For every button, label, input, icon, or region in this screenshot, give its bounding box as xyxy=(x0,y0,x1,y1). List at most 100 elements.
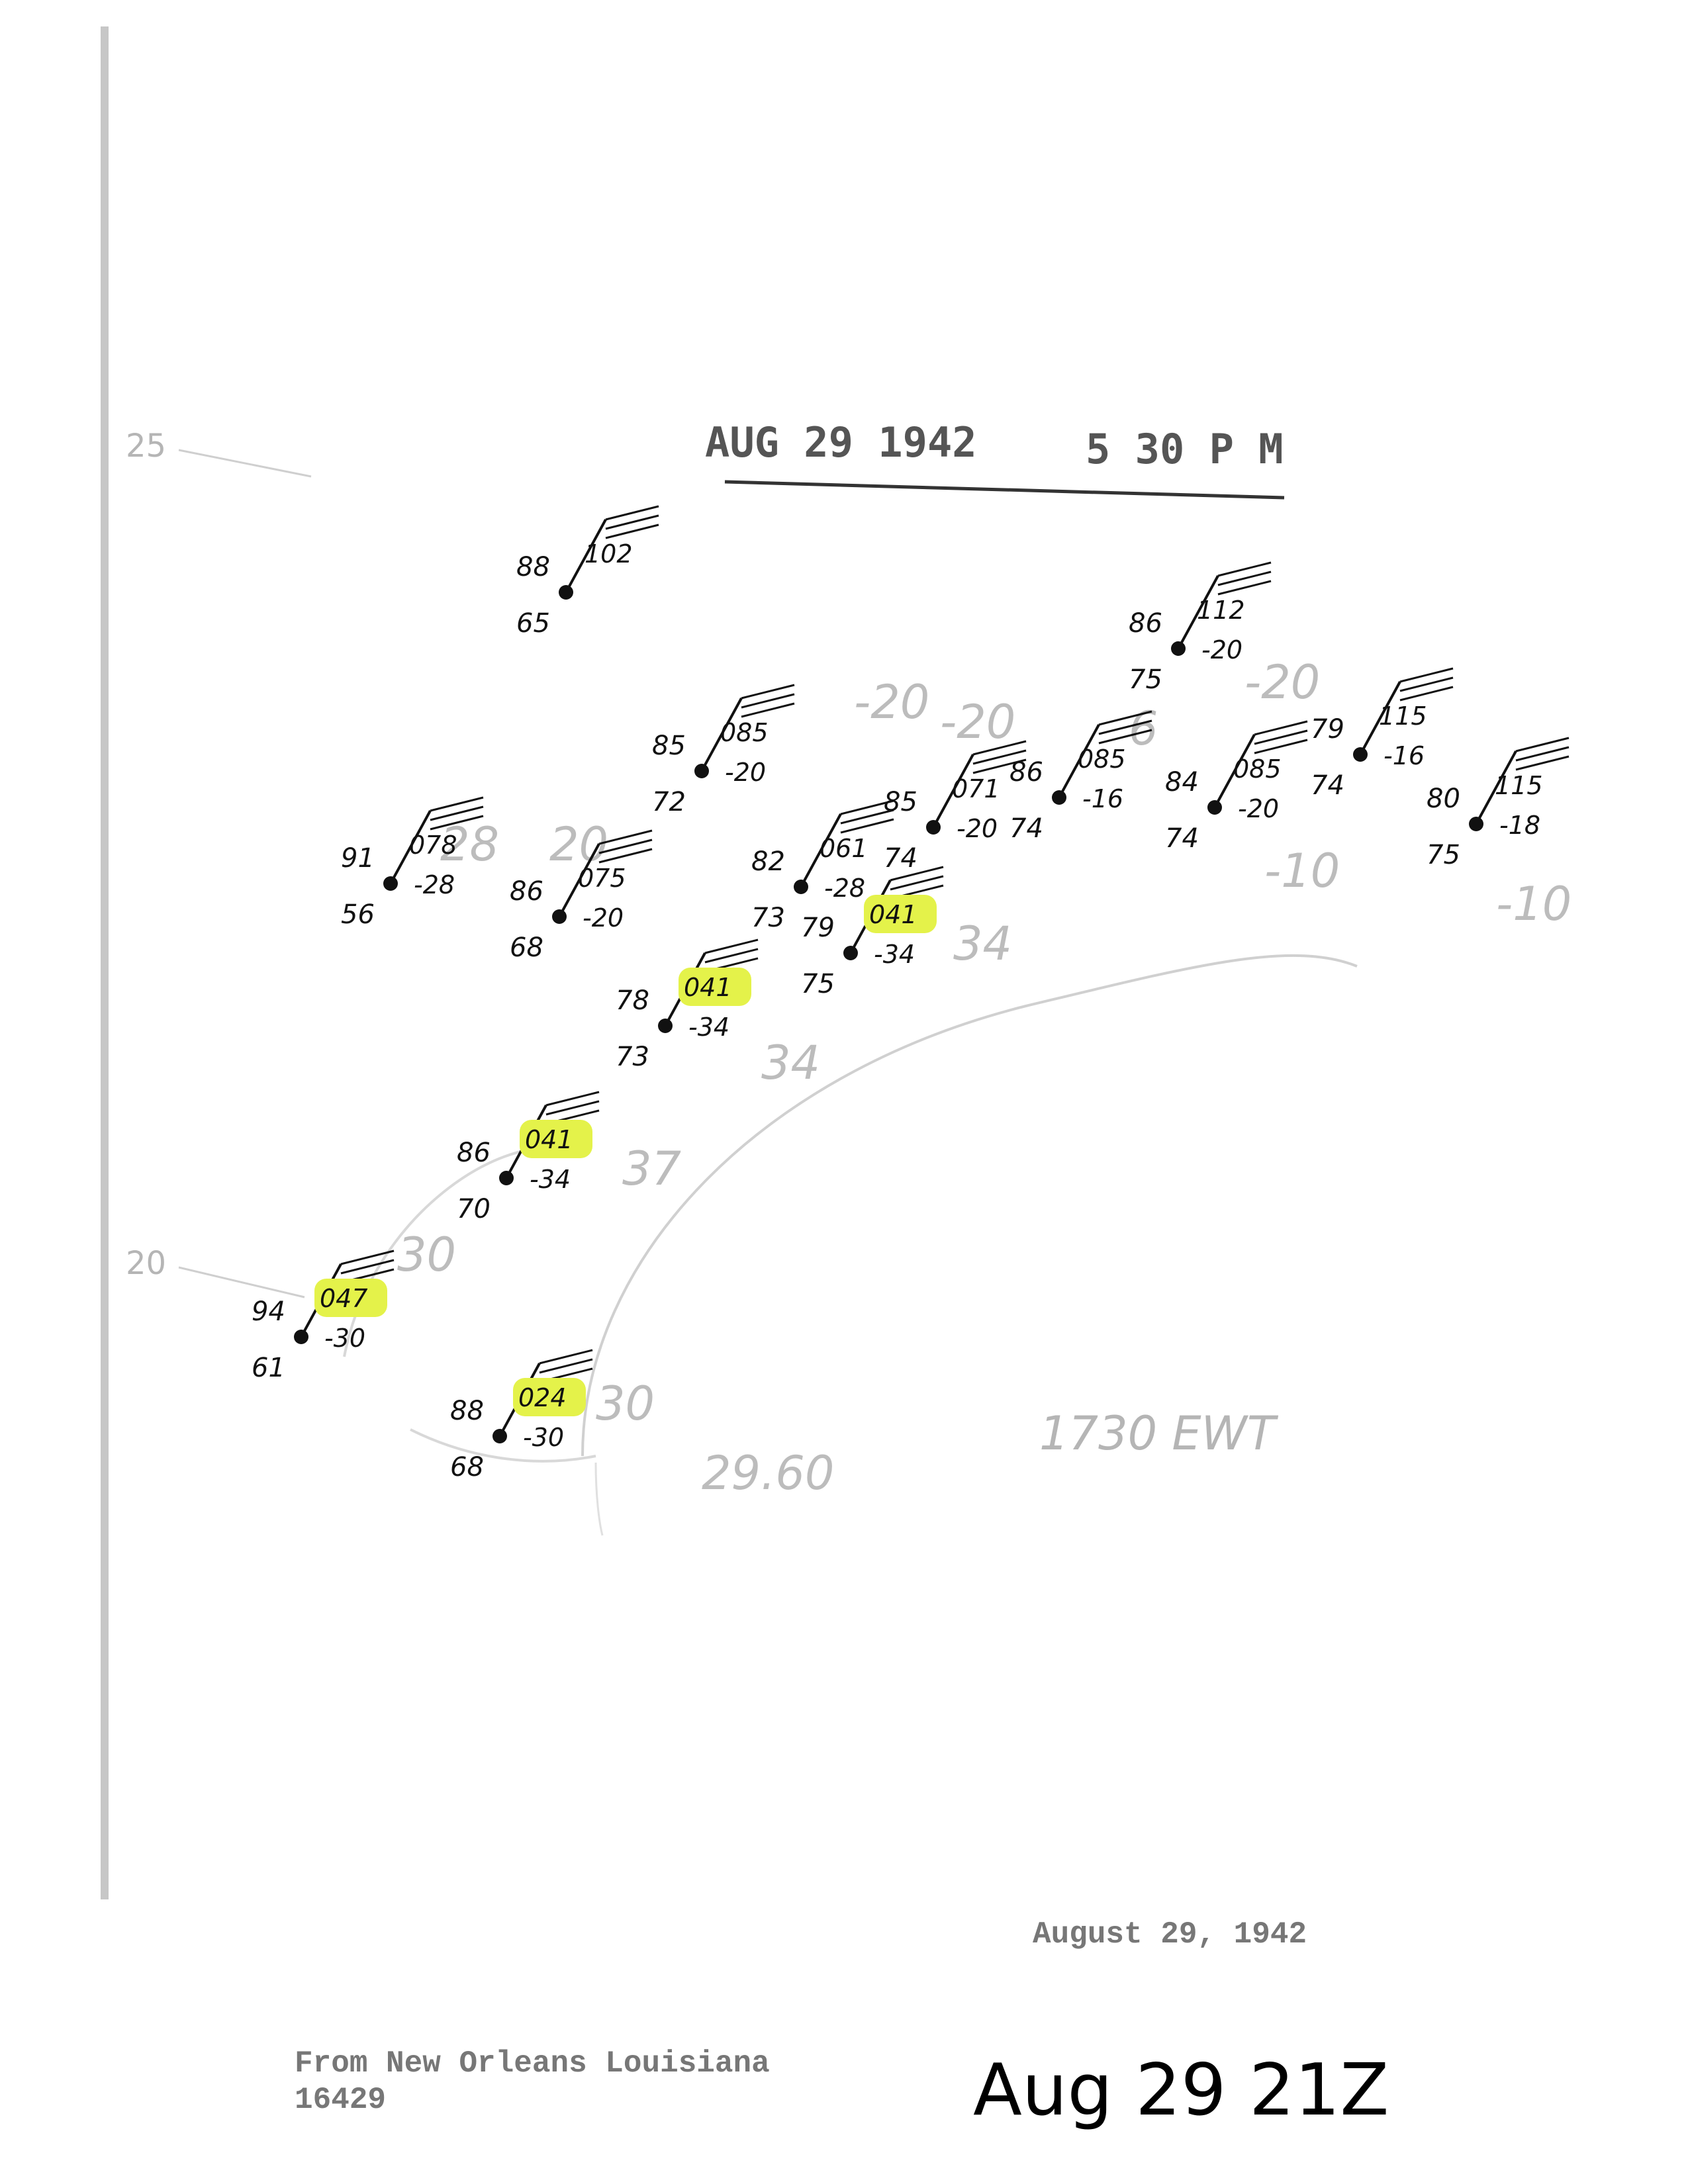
isobar-curve-south xyxy=(410,1428,596,1463)
tendency-label: -20 xyxy=(1238,794,1279,823)
wind-barb xyxy=(598,829,653,845)
wind-barb xyxy=(1098,729,1152,745)
pressure-highlight xyxy=(864,895,937,933)
tendency-label: -30 xyxy=(324,1324,365,1353)
wind-barb xyxy=(1217,570,1272,586)
tendency-label: -30 xyxy=(523,1423,564,1452)
dewpoint-label: 75 xyxy=(1129,664,1162,695)
dewpoint-label: 72 xyxy=(652,787,686,817)
tendency-label: -34 xyxy=(530,1165,571,1194)
isobar-label: -20 xyxy=(1244,655,1320,709)
wind-barb xyxy=(741,684,795,700)
temperature-label: 86 xyxy=(457,1138,491,1168)
lat-label-20: 20 xyxy=(126,1245,166,1282)
wind-barb xyxy=(545,1091,600,1107)
pressure-label: 041 xyxy=(684,973,732,1002)
isobar-label: -10 xyxy=(1264,844,1340,898)
pressure-label: 075 xyxy=(578,864,626,893)
wind-staff xyxy=(932,754,974,828)
dewpoint-label: 65 xyxy=(516,608,550,639)
wind-barb xyxy=(1515,746,1570,762)
wind-staff xyxy=(1213,734,1256,808)
wind-barb xyxy=(704,938,759,954)
station-circle xyxy=(552,909,567,924)
wind-barb xyxy=(1217,561,1272,577)
pressure-label: 115 xyxy=(1495,771,1543,800)
station-circle xyxy=(1171,641,1186,656)
station-models: 88651028675112-208572085-208574071-20867… xyxy=(252,505,1570,1482)
isobar-label: -10 xyxy=(1496,877,1571,931)
isobar-label: 28 xyxy=(440,817,499,872)
station-model: 86 75 112 -20 xyxy=(1129,561,1272,695)
temperature-label: 79 xyxy=(801,913,835,943)
wind-barb xyxy=(605,523,659,539)
wind-barb xyxy=(972,740,1027,756)
tendency-label: -20 xyxy=(583,903,624,933)
wind-barb xyxy=(741,693,795,709)
dewpoint-label: 70 xyxy=(457,1194,491,1224)
station-circle xyxy=(294,1330,308,1344)
isobar-label: 30 xyxy=(596,1377,655,1431)
temperature-label: 80 xyxy=(1427,784,1460,814)
wind-barb xyxy=(539,1349,593,1365)
wind-barb xyxy=(1399,676,1454,692)
ewt-label: 1730 EWT xyxy=(1039,1406,1279,1461)
station-circle xyxy=(926,820,941,835)
pressure-label: 071 xyxy=(952,774,1000,803)
dewpoint-label: 68 xyxy=(450,1452,484,1482)
pressure-label: 061 xyxy=(820,834,868,863)
wind-barb xyxy=(430,805,484,821)
pressure-highlight xyxy=(520,1120,592,1158)
dewpoint-label: 75 xyxy=(1427,840,1460,870)
station-circle xyxy=(559,585,573,600)
wind-barb xyxy=(1515,755,1570,771)
pressure-label: 024 xyxy=(518,1383,567,1412)
station-circle xyxy=(1469,817,1483,831)
pressure-label: 041 xyxy=(525,1125,573,1154)
from-line-2: 16429 xyxy=(295,2083,386,2117)
dewpoint-label: 74 xyxy=(1311,770,1344,801)
temperature-label: 86 xyxy=(1009,757,1043,788)
station-circle xyxy=(499,1171,514,1185)
wind-barb xyxy=(539,1358,593,1374)
dewpoint-label: 73 xyxy=(751,903,785,933)
grid-tick-25 xyxy=(178,449,312,478)
dewpoint-label: 75 xyxy=(801,969,835,999)
tendency-label: -20 xyxy=(1201,635,1243,664)
station-circle xyxy=(694,764,709,778)
isobar-curve-tail xyxy=(594,1462,604,1536)
wind-barb xyxy=(890,875,944,891)
tendency-label: -34 xyxy=(688,1013,729,1042)
wind-barb xyxy=(890,866,944,882)
temperature-label: 94 xyxy=(252,1297,285,1327)
dewpoint-label: 68 xyxy=(510,933,543,963)
wind-staff xyxy=(800,813,842,887)
pressure-label: 115 xyxy=(1379,702,1427,731)
isobar-curve-outer xyxy=(581,954,1358,1457)
isobar-label: 30 xyxy=(397,1228,456,1282)
isobar-label: 34 xyxy=(953,917,1012,971)
wind-barb xyxy=(1098,719,1152,735)
temperature-label: 86 xyxy=(510,876,543,907)
station-circle xyxy=(383,876,398,891)
wind-barb xyxy=(340,1250,395,1265)
station-circle xyxy=(658,1019,673,1033)
handwritten-date: Aug 29 21Z xyxy=(973,2049,1389,2132)
tendency-label: -16 xyxy=(1383,741,1425,770)
temperature-label: 79 xyxy=(1311,714,1344,745)
pressure-label: 112 xyxy=(1197,596,1245,625)
station-circle xyxy=(843,946,858,960)
temperature-label: 88 xyxy=(516,552,550,582)
dewpoint-label: 74 xyxy=(884,843,917,874)
temperature-label: 86 xyxy=(1129,608,1162,639)
wind-barb xyxy=(1399,686,1454,702)
wind-barb xyxy=(704,948,759,964)
wind-staff xyxy=(1177,575,1219,649)
